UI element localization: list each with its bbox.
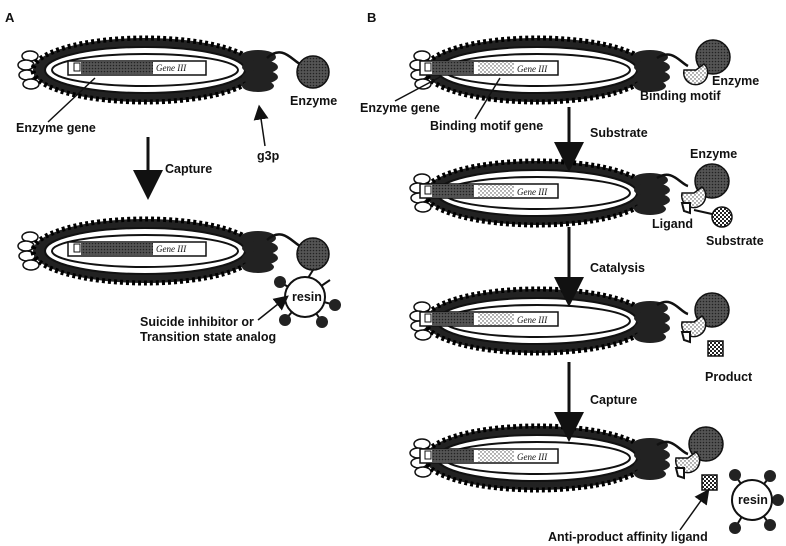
enzyme-a1 [297,56,329,88]
phage-b1: Gene III [410,38,670,102]
binding-motif-label: Binding motif [640,89,721,103]
enzyme-label-b1: Enzyme [712,74,759,88]
svg-text:Gene III: Gene III [156,244,187,254]
inhibitor-label-1: Suicide inhibitor or [140,315,254,329]
binding-motif-gene-label: Binding motif gene [430,119,543,133]
phage-b3: Gene III [410,289,670,353]
phage-b4: Gene III [410,426,670,490]
enzyme-label-b2: Enzyme [690,147,737,161]
enzyme-a2 [297,238,329,270]
inhibitor-label-2: Transition state analog [140,330,276,344]
substrate-label: Substrate [706,234,764,248]
ligand-label: Ligand [652,217,693,231]
capture-label-a: Capture [165,162,212,176]
phage-a1: Gene III [18,38,278,102]
ligand-b2 [682,203,690,213]
phage-a2: Gene III [18,219,278,283]
g3p-label: g3p [257,149,280,163]
enzyme-label-a: Enzyme [290,94,337,108]
substrate-b2 [712,207,732,227]
product-b3 [708,341,723,356]
svg-text:Gene III: Gene III [517,452,548,462]
enzyme-gene-label-a: Enzyme gene [16,121,96,135]
binding-motif-b1 [684,64,708,85]
product-label: Product [705,370,753,384]
product-b4 [702,475,717,490]
resin-b: resin [729,469,784,534]
svg-text:resin: resin [292,290,322,304]
catalysis-label: Catalysis [590,261,645,275]
resin-a: resin [274,276,341,328]
enzyme-gene-label-b: Enzyme gene [360,101,440,115]
anti-product-label: Anti-product affinity ligand [548,530,708,544]
svg-text:Gene III: Gene III [517,64,548,74]
svg-text:Gene III: Gene III [517,315,548,325]
capture-label-b: Capture [590,393,637,407]
substrate-step-label: Substrate [590,126,648,140]
panel-a-label: A [5,10,15,25]
svg-text:resin: resin [738,493,768,507]
svg-text:Gene III: Gene III [156,63,187,73]
phage-b2: Gene III [410,161,670,225]
panel-b-label: B [367,10,376,25]
svg-text:Gene III: Gene III [517,187,548,197]
